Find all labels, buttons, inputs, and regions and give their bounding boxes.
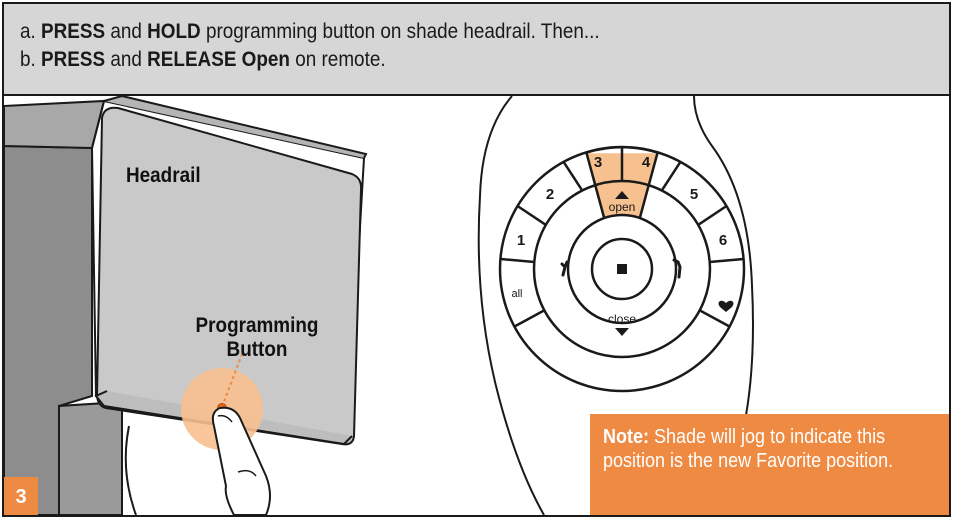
finger-illustration — [211, 406, 271, 515]
step-number-badge: 3 — [4, 477, 38, 515]
line-a-and: and — [105, 20, 148, 43]
note-label: Note: — [603, 426, 649, 448]
note-text: Note: Shade will jog to indicate this po… — [603, 425, 945, 473]
remote-btn-2: 2 — [546, 186, 554, 203]
remote-btn-close: close — [608, 312, 636, 326]
instruction-line-b: b. PRESS and RELEASE Open on remote. — [20, 46, 856, 74]
illustration: 3 4 2 5 1 6 all open close — [4, 96, 754, 515]
line-b-release-open: RELEASE Open — [147, 48, 290, 71]
open-button-highlight — [586, 153, 658, 217]
remote-btn-6: 6 — [719, 232, 727, 249]
programming-button-label-line2: Button — [226, 338, 288, 361]
line-a-rest: programming button on shade headrail. Th… — [200, 20, 600, 43]
tilt-right-icon — [672, 258, 682, 279]
instruction-line-a: a. PRESS and HOLD programming button on … — [20, 18, 856, 46]
programming-button-label-line1: Programming — [195, 314, 319, 337]
line-b-and: and — [105, 48, 148, 71]
close-arrow-icon — [615, 328, 629, 336]
line-a-press: PRESS — [41, 20, 106, 43]
note-body: Shade will jog to indicate this position… — [603, 426, 894, 472]
line-b-press: PRESS — [41, 48, 106, 71]
remote-btn-4: 4 — [642, 154, 651, 171]
note-box: Note: Shade will jog to indicate this po… — [590, 414, 949, 515]
remote-wheel: 3 4 2 5 1 6 all open close — [498, 145, 746, 393]
remote-btn-1: 1 — [517, 232, 525, 249]
remote-btn-open: open — [609, 200, 636, 214]
headrail-label: Headrail — [126, 164, 201, 187]
line-a-hold: HOLD — [147, 20, 201, 43]
headrail-illustration — [4, 96, 368, 515]
remote-btn-5: 5 — [690, 186, 698, 203]
stop-icon — [617, 264, 627, 274]
line-a-prefix: a. — [20, 20, 42, 43]
instruction-header: a. PRESS and HOLD programming button on … — [4, 4, 949, 96]
remote-btn-all: all — [511, 288, 522, 300]
line-b-prefix: b. — [20, 48, 42, 71]
line-b-rest: on remote. — [289, 48, 386, 71]
tilt-left-icon — [560, 260, 569, 277]
open-arrow-icon — [615, 191, 629, 199]
headrail-face — [95, 106, 363, 446]
favorite-heart-icon — [718, 300, 734, 312]
remote-btn-3: 3 — [594, 154, 602, 171]
